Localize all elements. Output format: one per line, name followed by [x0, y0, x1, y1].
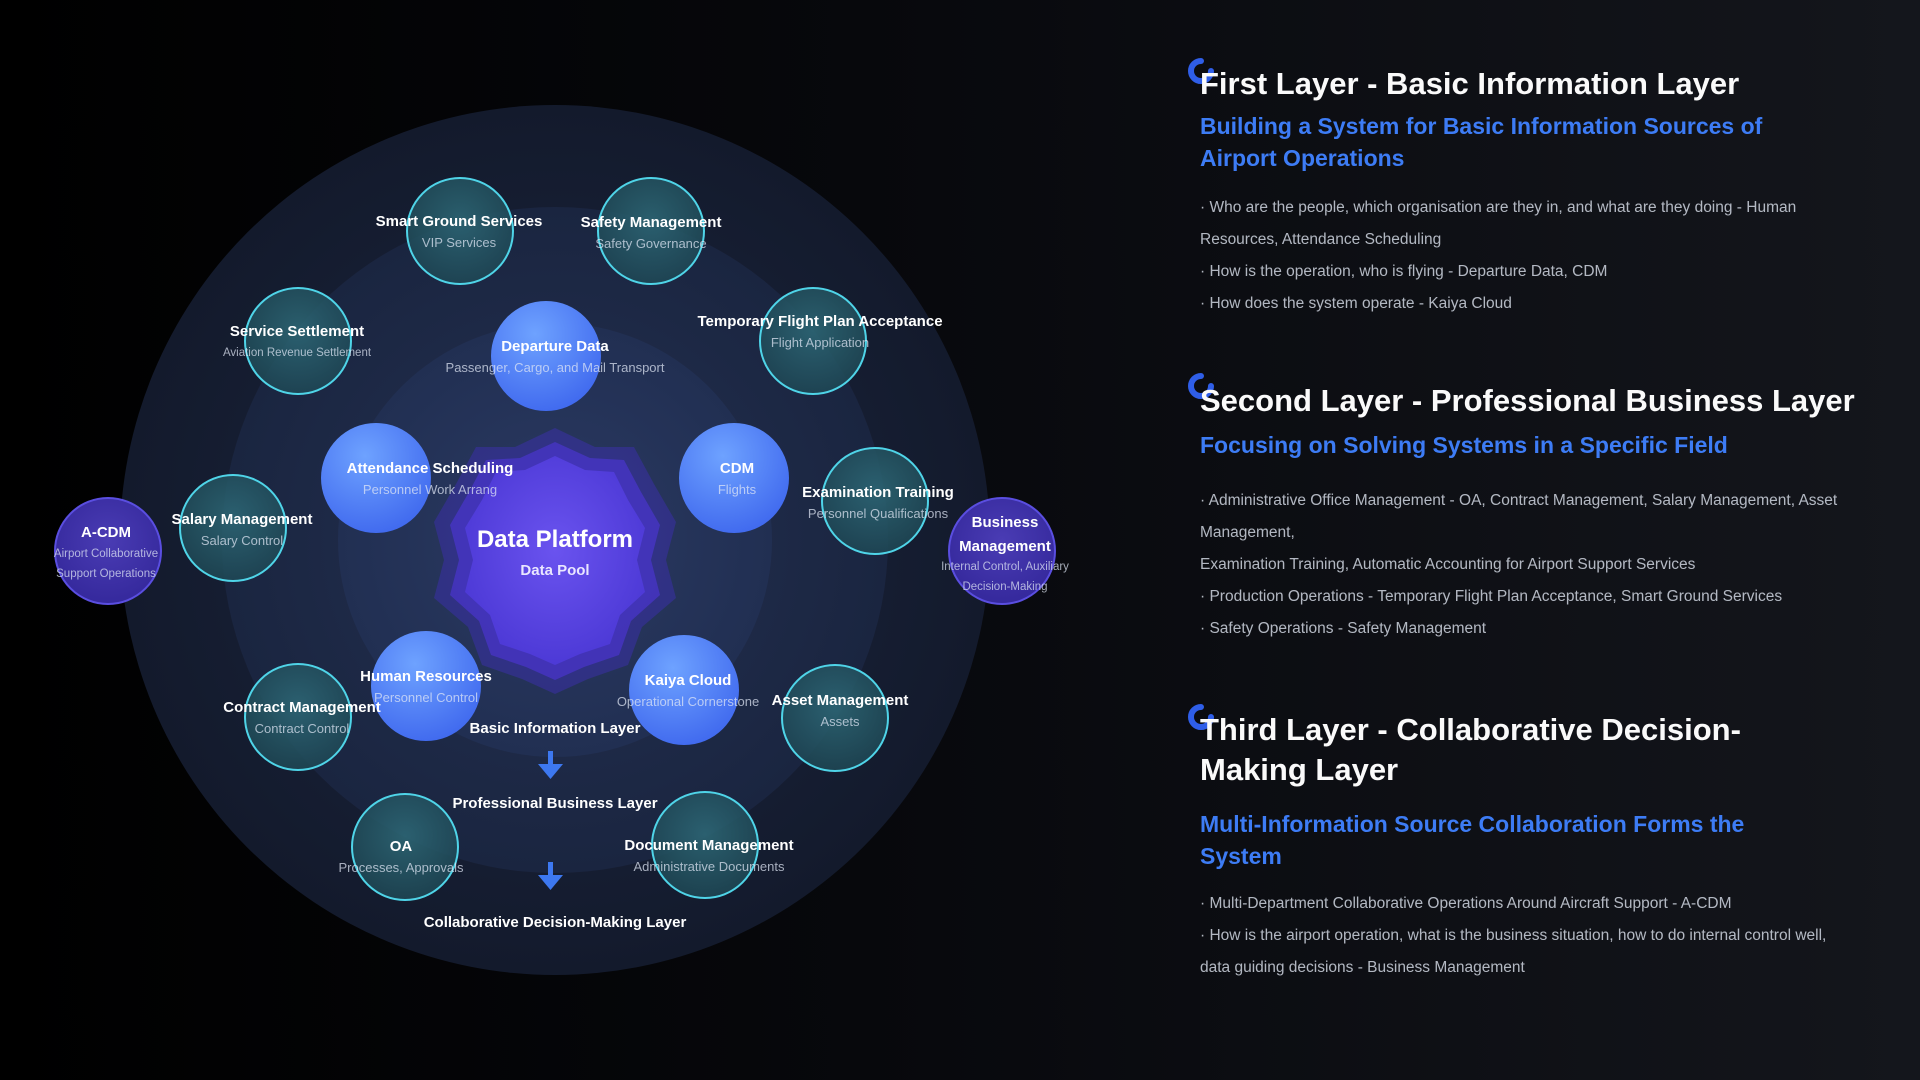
node-title: Salary Management [171, 511, 313, 528]
salary-circle [179, 474, 287, 582]
smart-ground-circle [406, 177, 514, 285]
layer-diagram: Data Platform Data Pool Departure Data P… [53, 105, 1069, 975]
section-title: Third Layer - Collaborative Decision-Mak… [1200, 712, 1741, 787]
asset-circle [781, 664, 889, 772]
bullet-item: Examination Training, Automatic Accounti… [1200, 556, 1696, 573]
node-title: Kaiya Cloud [644, 672, 732, 689]
exam-circle [821, 447, 929, 555]
node-title: Temporary Flight Plan Acceptance [697, 313, 943, 330]
node-subtitle: Flight Application [770, 335, 870, 350]
bullet-item: · How is the airport operation, what is … [1200, 927, 1827, 976]
node-title: Business Management [959, 514, 1051, 555]
layer-label-professional: Professional Business Layer [452, 795, 658, 812]
bullet-item: · Administrative Office Management - OA,… [1200, 492, 1838, 541]
node-title: Examination Training [802, 484, 954, 501]
node-subtitle: Aviation Revenue Settlement [222, 347, 372, 359]
node-subtitle: Operational Cornerstone [616, 694, 760, 709]
center-star-inner [465, 456, 645, 665]
node-title: Attendance Scheduling [346, 460, 514, 477]
departure-data-circle [491, 301, 601, 411]
node-title: Asset Management [771, 692, 909, 709]
section-title: Second Layer - Professional Business Lay… [1200, 383, 1855, 418]
node-title: Human Resources [360, 668, 492, 685]
node-subtitle: Personnel Control [373, 690, 479, 705]
bullet-list: · Who are the people, which organisation… [1200, 192, 1850, 320]
bullet-item: · Production Operations - Temporary Flig… [1200, 588, 1783, 605]
human-resources-circle [371, 631, 481, 741]
node-title: Smart Ground Services [375, 213, 543, 230]
node-title: CDM [719, 460, 755, 477]
bullet-item: · Safety Operations - Safety Management [1200, 620, 1487, 637]
node-subtitle: Flights [717, 482, 757, 497]
bullet-list: · Multi-Department Collaborative Operati… [1200, 888, 1850, 984]
node-subtitle: Salary Control [200, 533, 284, 548]
safety-circle [597, 177, 705, 285]
layer-label-collaborative: Collaborative Decision-Making Layer [423, 914, 687, 931]
ring-icon [1188, 58, 1214, 84]
section-title: First Layer - Basic Information Layer [1200, 66, 1740, 101]
center-title: Data Platform [476, 526, 634, 553]
bullet-item: · How is the operation, who is flying - … [1200, 263, 1608, 280]
node-subtitle: Assets [820, 714, 860, 729]
node-subtitle: Contract Control [254, 721, 350, 736]
attendance-scheduling-circle [321, 423, 431, 533]
node-subtitle: Personnel Work Arrang [362, 482, 498, 497]
contract-circle [244, 663, 352, 771]
node-subtitle: Airport Collaborative Support Operations [53, 548, 159, 580]
node-subtitle: Internal Control, Auxiliary Decision-Mak… [941, 561, 1069, 593]
diagram-graphics [54, 105, 1056, 975]
document-circle [651, 791, 759, 899]
node-title: Service Settlement [229, 323, 365, 340]
down-arrows [538, 751, 563, 890]
section-subtitle: Multi-Information Source Collaboration F… [1200, 811, 1745, 869]
section-subtitle: Building a System for Basic Information … [1200, 113, 1763, 171]
business-circle [948, 497, 1056, 605]
node-title: Document Management [624, 837, 794, 854]
node-subtitle: Personnel Qualifications [807, 506, 949, 521]
service-settlement-circle [244, 287, 352, 395]
bullet-item: · How does the system operate - Kaiya Cl… [1200, 295, 1512, 312]
node-subtitle: Processes, Approvals [338, 860, 464, 875]
section-subtitle: Focusing on Solving Systems in a Specifi… [1200, 432, 1728, 458]
bullet-list: · Administrative Office Management - OA,… [1200, 485, 1850, 645]
cdm-circle [679, 423, 789, 533]
node-title: Departure Data [501, 338, 609, 355]
node-subtitle: Passenger, Cargo, and Mail Transport [445, 360, 665, 375]
ring-icon [1188, 373, 1214, 399]
ring-icon [1188, 704, 1214, 730]
node-subtitle: Administrative Documents [633, 859, 785, 874]
kaiya-cloud-circle [629, 635, 739, 745]
layer-label-basic: Basic Information Layer [469, 720, 641, 737]
node-title: Contract Management [223, 699, 381, 716]
node-title: Safety Management [580, 214, 722, 231]
node-title: A-CDM [81, 524, 131, 541]
center-subtitle: Data Pool [520, 562, 590, 579]
bullet-item: · Who are the people, which organisation… [1200, 199, 1797, 248]
temp-flight-circle [759, 287, 867, 395]
node-title: OA [389, 838, 413, 855]
bullet-item: · Multi-Department Collaborative Operati… [1200, 895, 1732, 912]
node-subtitle: Safety Governance [595, 236, 707, 251]
node-subtitle: VIP Services [421, 235, 497, 250]
acdm-circle [54, 497, 162, 605]
oa-circle [351, 793, 459, 901]
